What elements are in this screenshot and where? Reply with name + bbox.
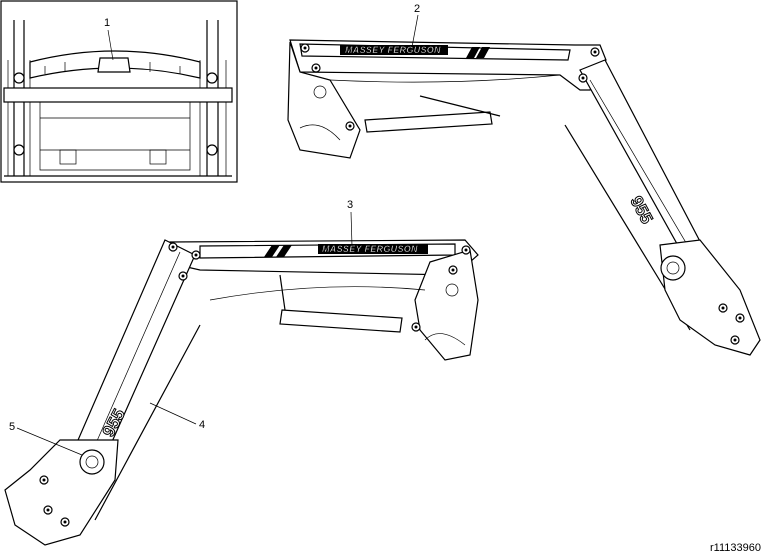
callout-1: 1 bbox=[104, 17, 114, 61]
callout-label-3: 3 bbox=[347, 199, 353, 211]
brand-decal-right bbox=[340, 45, 448, 55]
reference-code: r11133960 bbox=[710, 542, 761, 554]
brand-decal-text-right: MASSEY FERGUSON bbox=[345, 45, 441, 55]
callout-2: 2 bbox=[411, 3, 420, 48]
rear-bracket-left bbox=[414, 249, 479, 361]
front-view-inset bbox=[0, 0, 238, 183]
lift-cylinder-left bbox=[279, 309, 403, 333]
brand-decal-text-left: MASSEY FERGUSON bbox=[322, 244, 418, 254]
inset-frame bbox=[0, 0, 238, 183]
grease-decal-left bbox=[79, 449, 105, 475]
callout-label-5: 5 bbox=[9, 421, 15, 433]
callout-label-4: 4 bbox=[199, 419, 205, 431]
callout-label-1: 1 bbox=[104, 17, 110, 29]
loader-arm-left: MASSEY FERGUSON 955 bbox=[4, 239, 479, 546]
callout-5: 5 bbox=[9, 421, 83, 456]
brand-decal-left bbox=[318, 244, 428, 254]
lift-cylinder-right bbox=[364, 111, 493, 133]
loader-arm-right: MASSEY FERGUSON 955 bbox=[287, 39, 761, 356]
callout-label-2: 2 bbox=[414, 3, 420, 15]
grease-decal-right bbox=[660, 255, 686, 281]
callout-3: 3 bbox=[347, 199, 353, 247]
rear-bracket-right bbox=[287, 41, 361, 159]
callout-4: 4 bbox=[149, 402, 205, 431]
